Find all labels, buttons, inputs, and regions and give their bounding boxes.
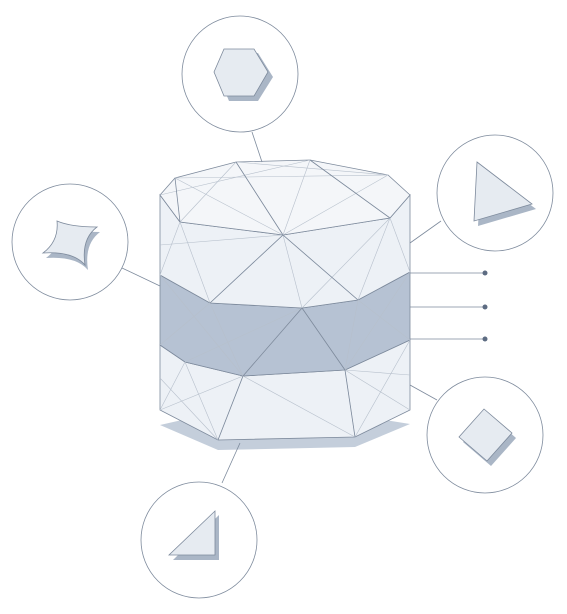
triangle-icon [473,161,533,222]
hexagon-icon [213,48,269,97]
top-cap [159,159,411,236]
connector-lines [121,131,485,484]
pointer-dot [482,270,488,276]
callout-left [11,183,129,301]
callout-right-top [436,134,554,252]
pointer-dot [482,304,488,310]
callout-right-bottom [426,376,544,494]
right-triangle-icon [168,510,216,556]
structural-lines [174,159,391,441]
diamond-icon [458,408,513,462]
pointer-dot [482,336,488,342]
base-shadow [160,420,410,450]
callout-top [181,15,299,133]
four-point-star-icon [41,220,99,267]
callout-bottom [140,481,258,599]
